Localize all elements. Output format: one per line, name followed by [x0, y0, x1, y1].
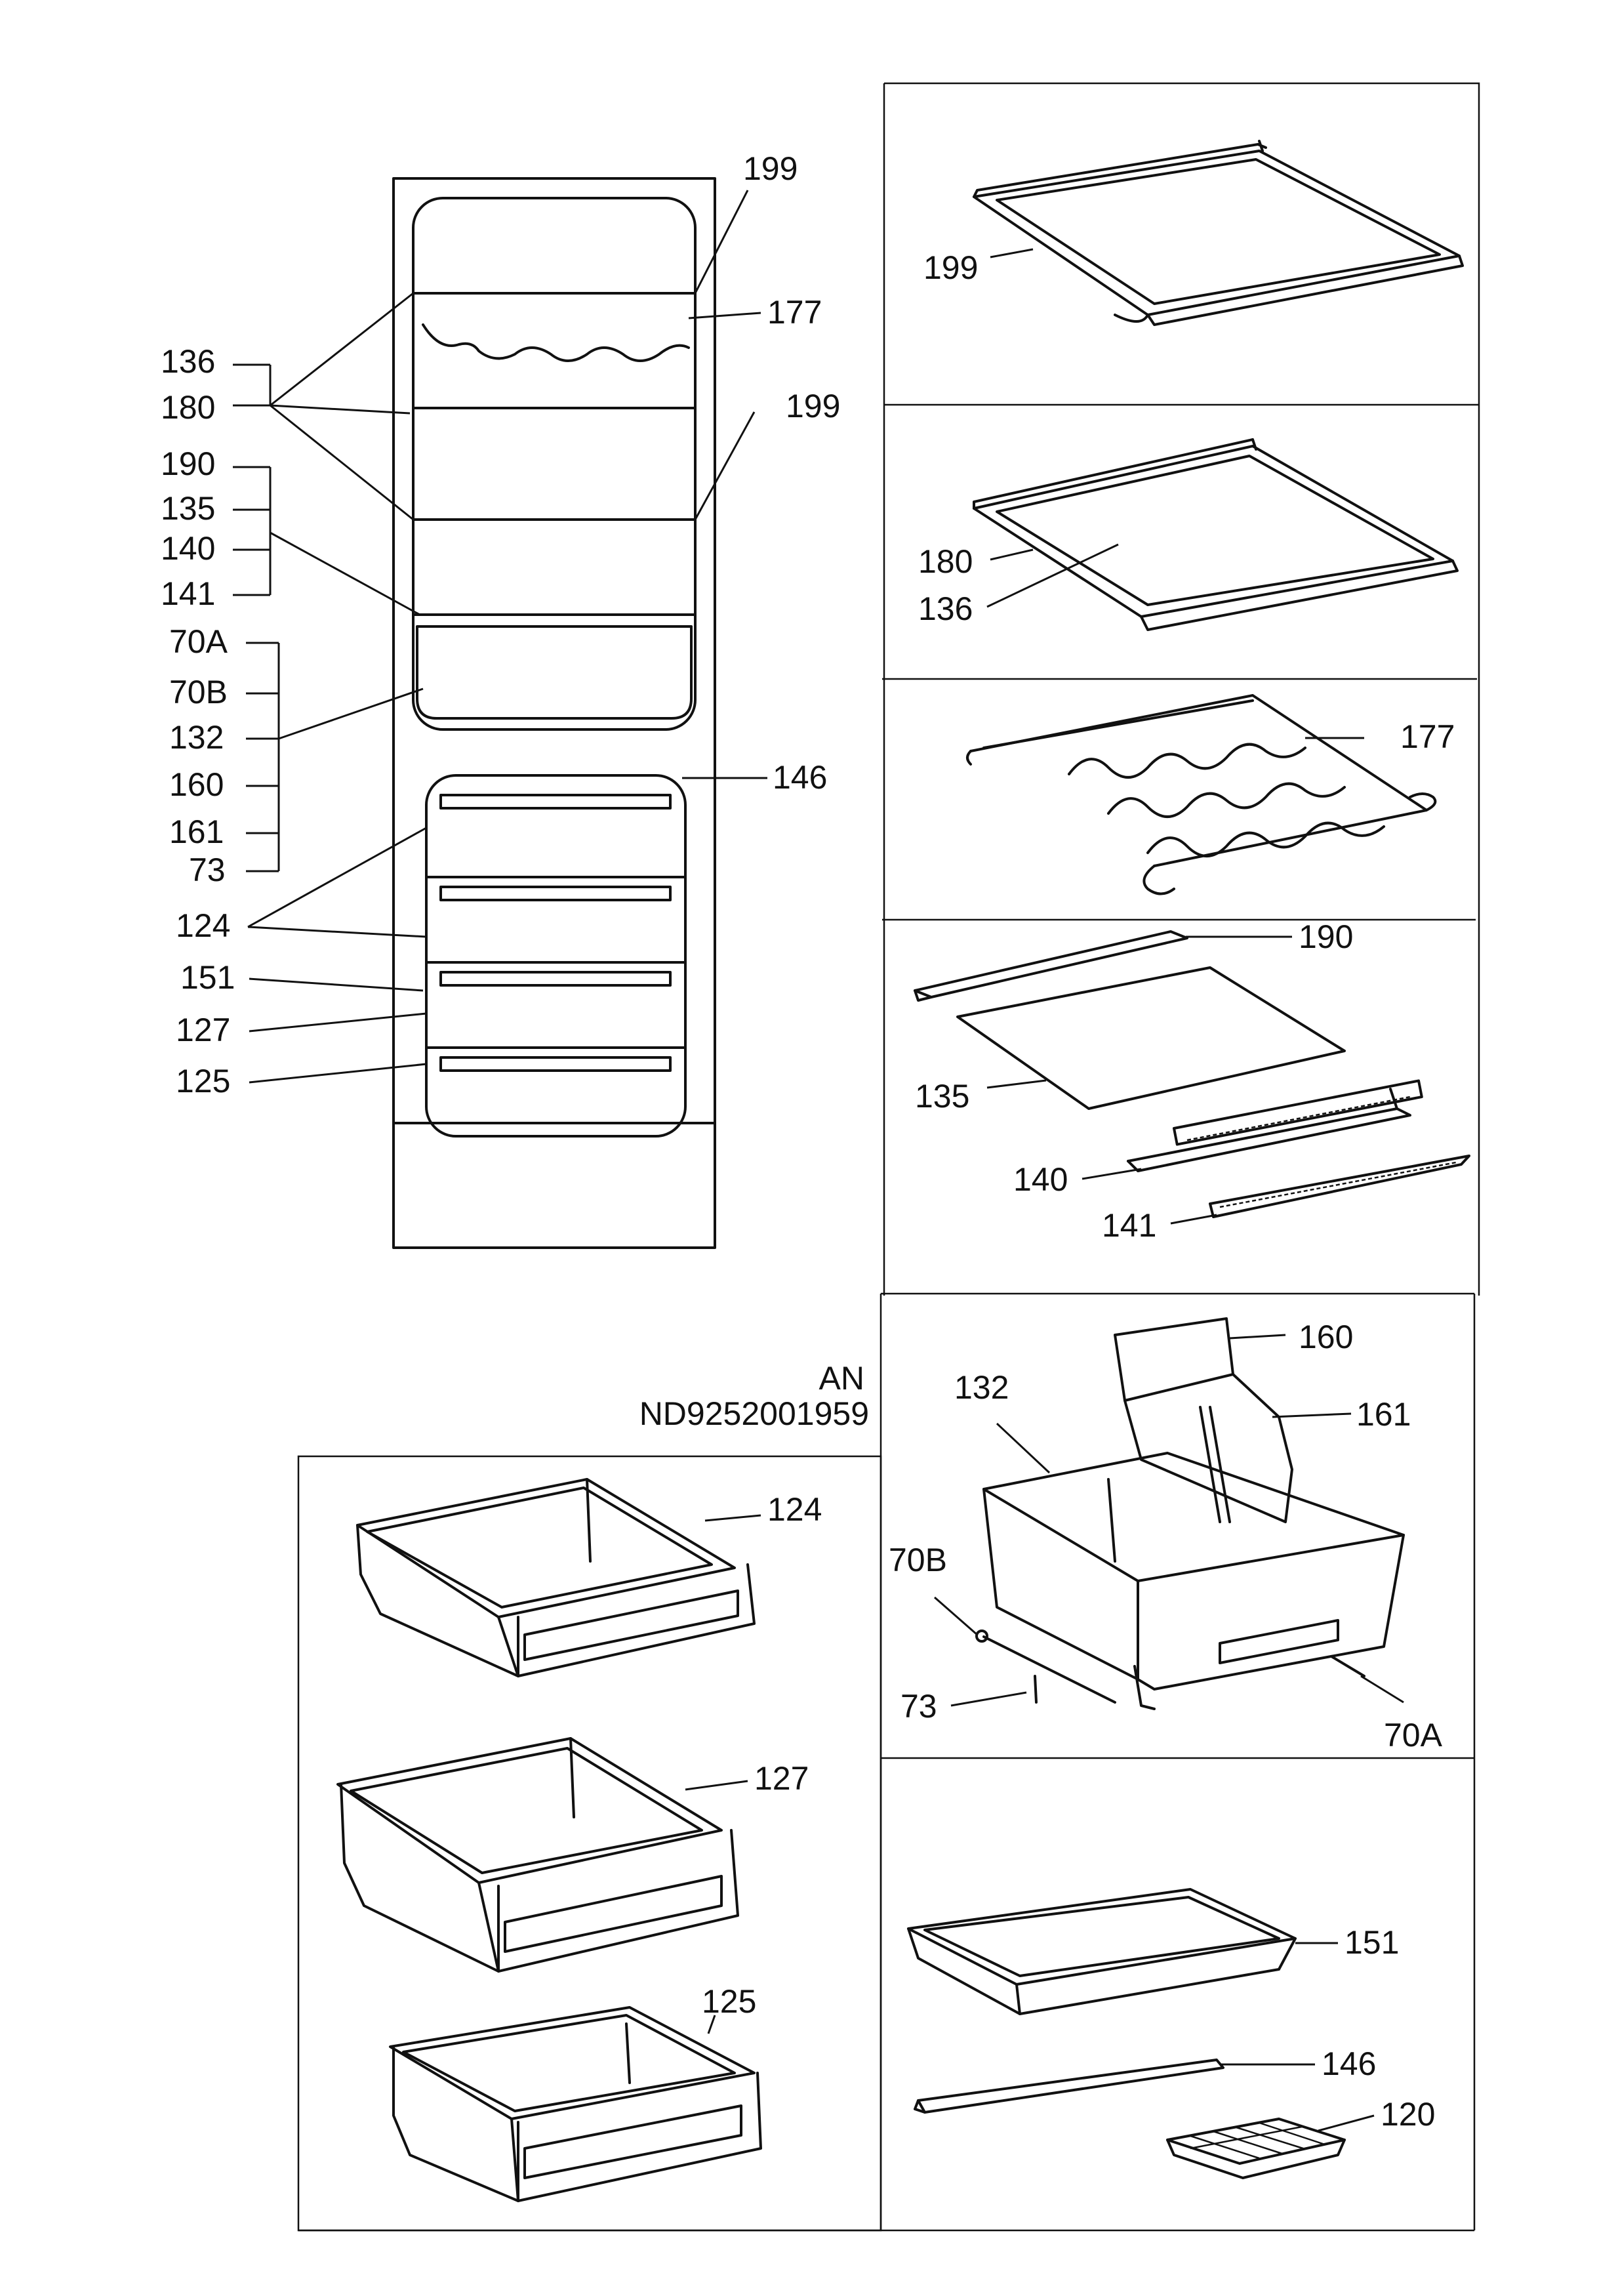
callout-146: 146 — [773, 759, 827, 796]
callout-199-panel: 199 — [923, 249, 978, 286]
callout-140-panel: 140 — [1013, 1161, 1068, 1198]
callout-160-panel: 160 — [1299, 1319, 1353, 1355]
panel-frames — [297, 82, 1480, 2232]
callout-132-panel: 132 — [954, 1369, 1009, 1406]
callout-127-panel: 127 — [754, 1760, 809, 1797]
callout-141: 141 — [161, 575, 215, 612]
callout-161: 161 — [169, 813, 224, 850]
callout-136-panel: 136 — [918, 590, 973, 627]
callout-124: 124 — [176, 907, 230, 944]
part-tray-151 — [907, 1888, 1297, 2015]
part-crisper-cover — [914, 930, 1470, 1218]
callout-135-panel: 135 — [915, 1078, 969, 1115]
part-drawer-127 — [336, 1737, 739, 1973]
callout-125: 125 — [176, 1063, 230, 1099]
callout-135: 135 — [161, 490, 215, 527]
cabinet-leader-lines — [233, 190, 767, 1084]
callout-120-panel: 120 — [1381, 2096, 1435, 2133]
callout-70a-panel: 70A — [1384, 1717, 1443, 1753]
callout-124-panel: 124 — [767, 1491, 822, 1528]
callout-70b: 70B — [169, 674, 228, 710]
callout-199-mid: 199 — [786, 388, 840, 424]
callout-73-panel: 73 — [900, 1688, 937, 1725]
callout-140: 140 — [161, 530, 215, 567]
callout-180-panel: 180 — [918, 543, 973, 580]
callout-125-panel: 125 — [702, 1983, 756, 2020]
callout-127: 127 — [176, 1012, 230, 1048]
doc-code-number: ND9252001959 — [639, 1395, 869, 1432]
callout-146-panel: 146 — [1322, 2045, 1376, 2082]
part-strip-146 — [914, 2059, 1224, 2114]
part-glass-shelf-180-136 — [973, 438, 1459, 631]
callout-132: 132 — [169, 719, 224, 756]
callout-177: 177 — [767, 294, 822, 331]
callout-160: 160 — [169, 766, 224, 803]
callout-190: 190 — [161, 445, 215, 482]
part-drawer-124 — [356, 1478, 756, 1677]
callout-199-top: 199 — [743, 150, 798, 187]
callout-190-panel: 190 — [1299, 918, 1353, 955]
callout-70b-panel: 70B — [889, 1542, 947, 1578]
callout-136: 136 — [161, 343, 215, 380]
callout-151: 151 — [180, 959, 235, 996]
callout-180: 180 — [161, 389, 215, 426]
doc-code-an: AN — [819, 1360, 864, 1397]
part-ice-tray-120 — [1166, 2118, 1346, 2179]
cabinet-callouts: 199 177 199 136 180 190 135 140 141 70A … — [161, 150, 840, 1099]
callout-151-panel: 151 — [1345, 1924, 1399, 1961]
callout-73: 73 — [189, 851, 226, 888]
callout-161-panel: 161 — [1356, 1396, 1411, 1433]
callout-177-panel: 177 — [1400, 718, 1455, 755]
part-vegetable-drawer — [975, 1317, 1405, 1710]
callout-141-panel: 141 — [1102, 1207, 1156, 1244]
part-bottle-rack-177 — [966, 694, 1437, 895]
part-glass-shelf-199 — [973, 140, 1464, 326]
callout-70a: 70A — [169, 623, 228, 660]
fridge-cabinet — [392, 177, 716, 1249]
part-drawer-125 — [389, 2006, 762, 2202]
